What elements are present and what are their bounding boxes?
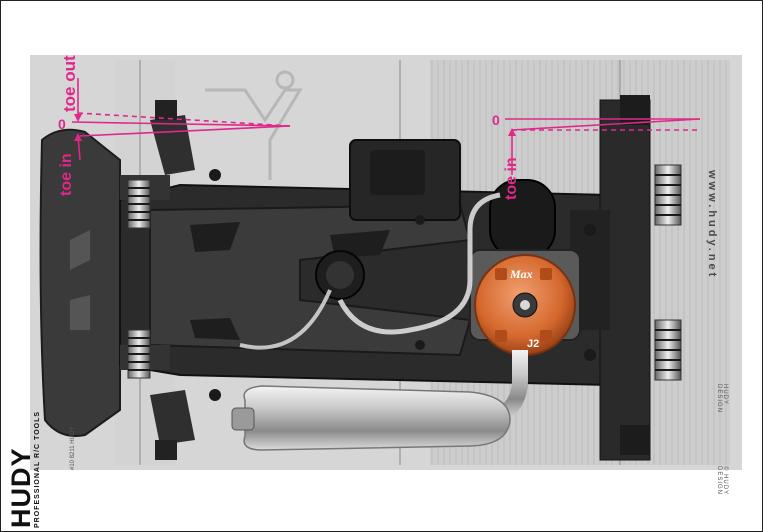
hardware <box>209 169 596 401</box>
air-filter <box>489 179 556 259</box>
front-bumper <box>39 128 121 437</box>
toe-in-label-right: toe in <box>503 157 520 200</box>
toe-zero-left: 0 <box>58 116 66 132</box>
front-suspension <box>120 100 195 460</box>
toe-annotation-right <box>505 118 701 175</box>
board-part-number: #10 8211 HUDY <box>70 426 76 470</box>
toe-in-label-left: toe in <box>58 153 75 196</box>
hudy-logo: HUDY <box>6 447 36 528</box>
board-copyright-note: © HUDY DESIGN <box>716 466 728 496</box>
fuel-line <box>337 192 501 335</box>
hudy-logo-subtitle: PROFESSIONAL R/C TOOLS <box>34 410 41 528</box>
board-logo <box>205 70 303 180</box>
toe-zero-right: 0 <box>492 112 500 128</box>
engine-badge: Max <box>509 267 533 281</box>
engine-head-fins <box>495 268 552 342</box>
toe-out-label: toe out <box>60 55 79 112</box>
board-url: www.hudy.net <box>706 170 718 280</box>
board-design-note: HUDY DESIGN <box>716 384 728 414</box>
receiver <box>370 150 425 195</box>
bumper-holes <box>70 230 90 330</box>
rear-suspension <box>570 95 682 461</box>
exhaust-pipe <box>243 385 511 451</box>
engine-model: J2 <box>527 338 539 350</box>
toe-annotation-left <box>71 78 291 161</box>
